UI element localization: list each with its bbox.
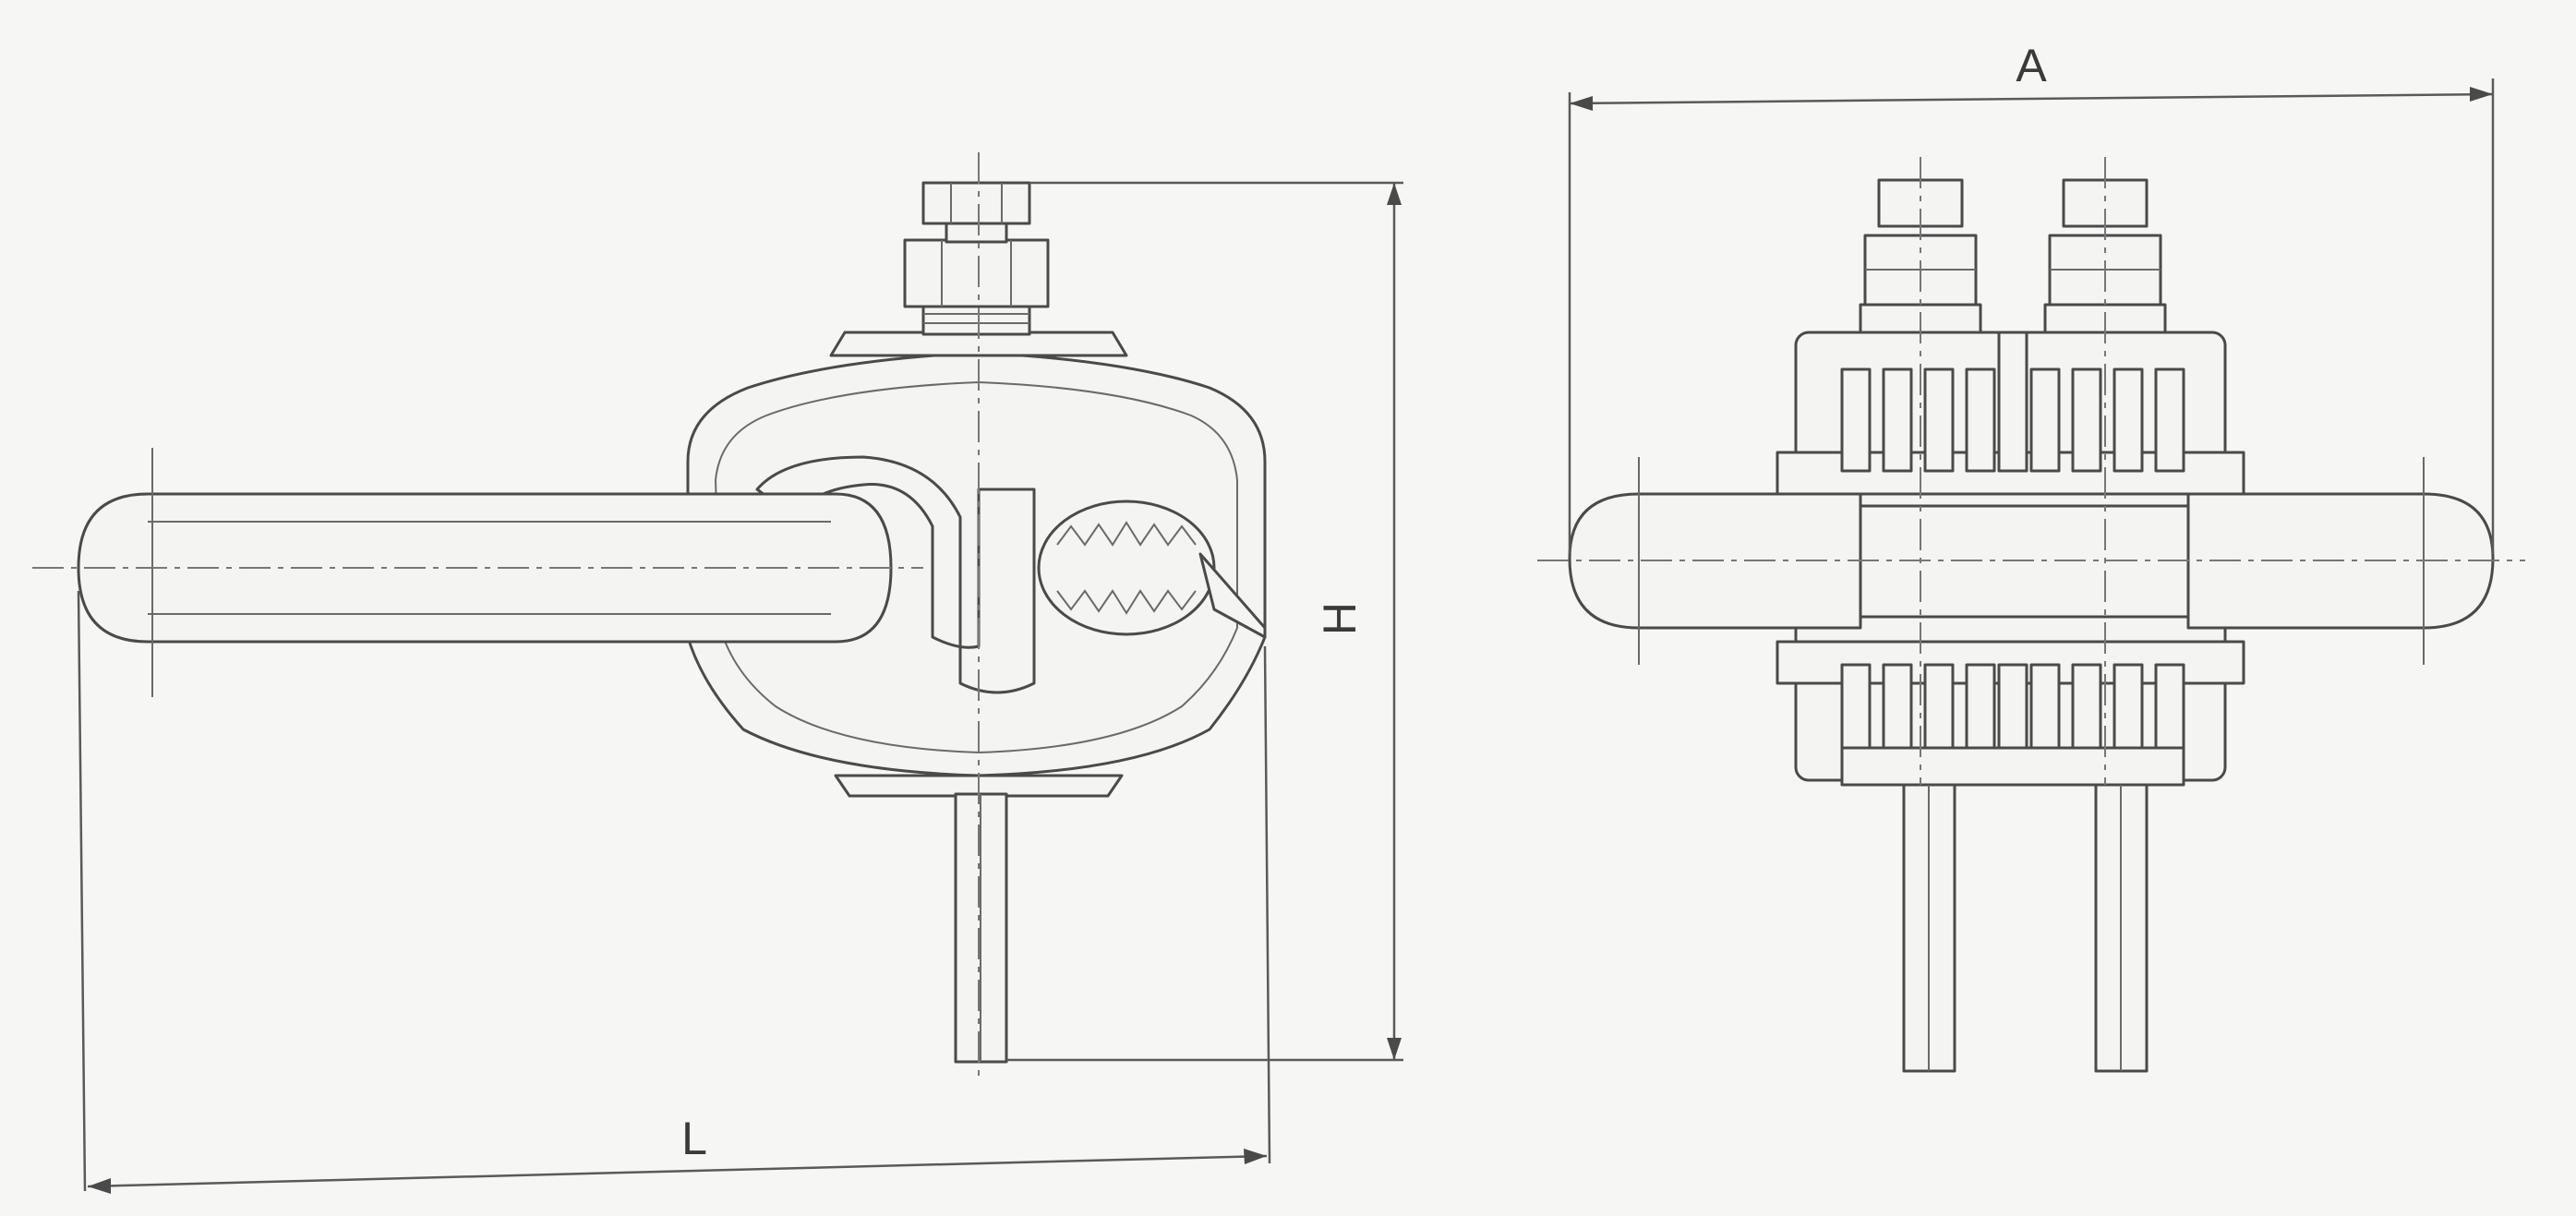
h-arrow-top <box>1387 183 1402 205</box>
bottom-clamp-plate <box>1840 746 2185 787</box>
l-arrow-left <box>88 1178 111 1194</box>
h-arrow-bottom <box>1387 1038 1402 1060</box>
lower-fins <box>1840 663 2185 750</box>
lower-nut <box>903 238 1050 308</box>
a-dimension-line <box>1569 92 2494 105</box>
dimension-label-l: L <box>681 1113 707 1164</box>
dimension-label-h: H <box>1314 602 1366 635</box>
upper-fins <box>1840 367 2185 473</box>
l-extension-left <box>77 590 87 1192</box>
lower-teeth <box>1056 589 1197 615</box>
clamp-body-inner-line <box>714 380 1238 754</box>
side-view: H L <box>32 152 1403 1194</box>
front-view: A <box>1537 40 2525 1073</box>
dimension-label-a: A <box>2016 40 2047 91</box>
l-extension-right <box>1263 645 1271 1164</box>
shear-head-nut <box>921 181 1031 225</box>
bolt-thread <box>921 303 1031 336</box>
a-arrow-right <box>2470 87 2493 102</box>
clamp-right-lip <box>1198 552 1267 639</box>
center-rib-upper <box>1997 331 2028 473</box>
clamp-top-tab <box>829 331 1128 357</box>
l-arrow-right <box>1244 1149 1267 1164</box>
upper-teeth <box>1056 521 1197 547</box>
a-arrow-left <box>1570 96 1593 111</box>
l-dimension-line <box>87 1154 1268 1188</box>
